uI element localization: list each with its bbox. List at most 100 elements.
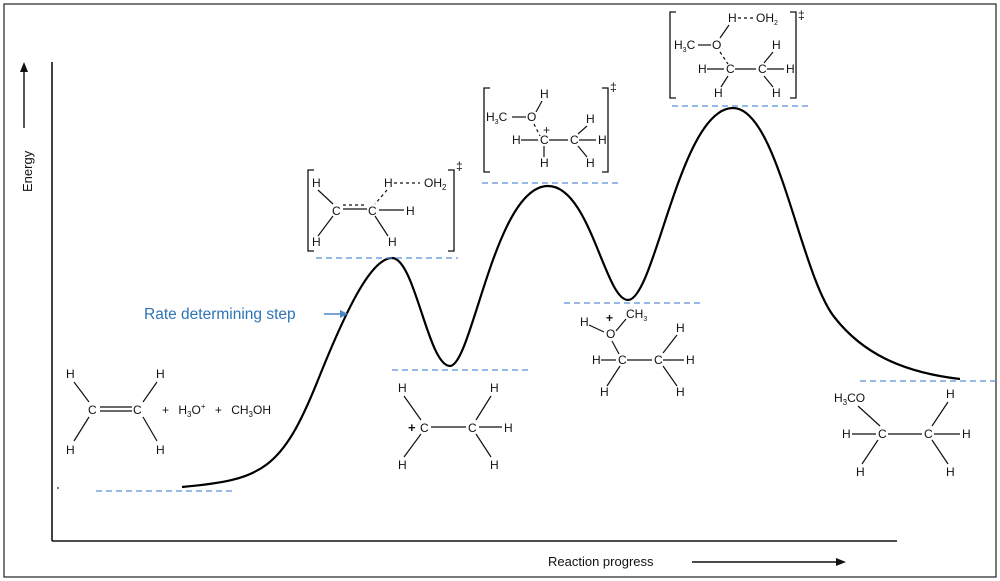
int1-bond bbox=[403, 395, 422, 421]
ts1-bracket-left bbox=[307, 169, 314, 252]
int2-h: H bbox=[686, 353, 695, 367]
ts3-h: H bbox=[698, 62, 707, 76]
ts2-h: H bbox=[540, 87, 549, 101]
product-h: H bbox=[856, 465, 865, 479]
int2-h: H bbox=[676, 321, 685, 335]
y-axis-label: Energy bbox=[20, 150, 35, 192]
reactant-h-bottom-right: H bbox=[156, 443, 165, 457]
ts2-h: H bbox=[586, 156, 595, 170]
ts1-h: H bbox=[312, 176, 321, 190]
int1-c: C bbox=[420, 421, 429, 435]
product-bond bbox=[931, 439, 949, 465]
product-c: C bbox=[924, 427, 933, 441]
reactant-bond bbox=[142, 416, 158, 442]
int1-h: H bbox=[398, 381, 407, 395]
int2-bond bbox=[611, 340, 620, 355]
energy-curve bbox=[181, 106, 961, 489]
rate-determining-step-label: Rate determining step bbox=[144, 306, 296, 323]
ts1-h: H bbox=[312, 235, 321, 249]
reactant-h-bottom-left: H bbox=[66, 443, 75, 457]
ts2-h: H bbox=[598, 133, 607, 147]
ts2-dagger: ‡ bbox=[610, 80, 617, 94]
y-axis-arrow-head bbox=[20, 62, 28, 72]
ts3-h: H bbox=[772, 38, 781, 52]
ts1-oh2: OH2 bbox=[424, 176, 447, 192]
ts2-c: C bbox=[540, 133, 549, 147]
product-h: H bbox=[946, 387, 955, 401]
ts3-h: H bbox=[728, 11, 737, 25]
rds-arrow-head bbox=[340, 310, 348, 318]
int1-bond bbox=[403, 433, 422, 458]
ts1-bond bbox=[317, 215, 334, 237]
ts3-structure: ‡ H OH2 H3C O H C C H H H H bbox=[669, 8, 805, 100]
ts2-h: H bbox=[512, 133, 521, 147]
ts3-bracket-left bbox=[669, 11, 676, 99]
ts1-h: H bbox=[388, 235, 397, 249]
ts1-h: H bbox=[406, 204, 415, 218]
ts1-structure: ‡ H H OH2 C C H H H bbox=[307, 159, 463, 252]
int2-c: C bbox=[654, 353, 663, 367]
x-axis-label: Reaction progress bbox=[548, 554, 654, 569]
int1-h: H bbox=[490, 381, 499, 395]
ts3-partial-bond bbox=[719, 51, 729, 65]
int1-h: H bbox=[398, 458, 407, 472]
ts1-c: C bbox=[368, 204, 377, 218]
int2-bond bbox=[615, 318, 627, 332]
intermediate2-structure: H + O CH3 H C C H H H H bbox=[580, 307, 695, 399]
x-axis-arrow-head bbox=[836, 558, 846, 566]
product-h: H bbox=[946, 465, 955, 479]
product-structure: H3CO H H C C H H H bbox=[834, 387, 971, 479]
int1-bond bbox=[475, 433, 492, 458]
ts1-dagger: ‡ bbox=[456, 159, 463, 173]
ts3-bracket-right bbox=[790, 11, 797, 99]
ts3-h: H bbox=[714, 86, 723, 100]
reagent-text: + H3O+ + CH3OH bbox=[162, 398, 271, 419]
product-bond bbox=[931, 401, 949, 427]
int2-h: H bbox=[600, 385, 609, 399]
ts2-bond bbox=[577, 145, 588, 158]
ts2-c: C bbox=[570, 133, 579, 147]
ts3-bond bbox=[719, 24, 730, 39]
ts3-c: C bbox=[758, 62, 767, 76]
ts3-o: O bbox=[712, 38, 721, 52]
int2-bond bbox=[588, 324, 605, 333]
ts2-h: H bbox=[586, 112, 595, 126]
product-h: H bbox=[842, 427, 851, 441]
ts2-bracket-left bbox=[483, 87, 490, 173]
ts3-oh2: OH2 bbox=[756, 11, 778, 27]
product-bond bbox=[861, 439, 879, 465]
int1-c: C bbox=[468, 421, 477, 435]
product-h: H bbox=[962, 427, 971, 441]
ts3-c: C bbox=[726, 62, 735, 76]
ts1-h: H bbox=[384, 176, 393, 190]
ts1-bond bbox=[374, 215, 389, 237]
int2-h: H bbox=[592, 353, 601, 367]
ts3-h3c: H3C bbox=[674, 38, 696, 54]
int1-h: H bbox=[504, 421, 513, 435]
ts2-partial-bond bbox=[533, 123, 541, 137]
ts3-bond bbox=[763, 75, 774, 88]
int1-charge: + bbox=[408, 420, 416, 435]
reactants-structure: H H C C H H + H3O+ + CH3OH bbox=[66, 367, 271, 457]
intermediate1-structure: H H + C C H H H bbox=[398, 381, 513, 472]
reactant-bond bbox=[73, 416, 90, 442]
int2-bond bbox=[606, 365, 621, 387]
ts3-h: H bbox=[772, 86, 781, 100]
reactant-h-top-left: H bbox=[66, 367, 75, 381]
product-c: C bbox=[878, 427, 887, 441]
int1-bond bbox=[475, 395, 492, 421]
ts1-partial-bond bbox=[374, 189, 388, 205]
int2-bond bbox=[662, 334, 678, 354]
int2-c: C bbox=[618, 353, 627, 367]
reactant-h-top-right: H bbox=[156, 367, 165, 381]
reactant-bond bbox=[142, 381, 158, 403]
figure-frame bbox=[3, 3, 997, 578]
reactant-c-right: C bbox=[133, 403, 142, 417]
ts2-o: O bbox=[527, 110, 536, 124]
ts2-h: H bbox=[540, 156, 549, 170]
int2-h: H bbox=[676, 385, 685, 399]
int2-h: H bbox=[580, 315, 589, 329]
int2-bond bbox=[662, 365, 678, 387]
